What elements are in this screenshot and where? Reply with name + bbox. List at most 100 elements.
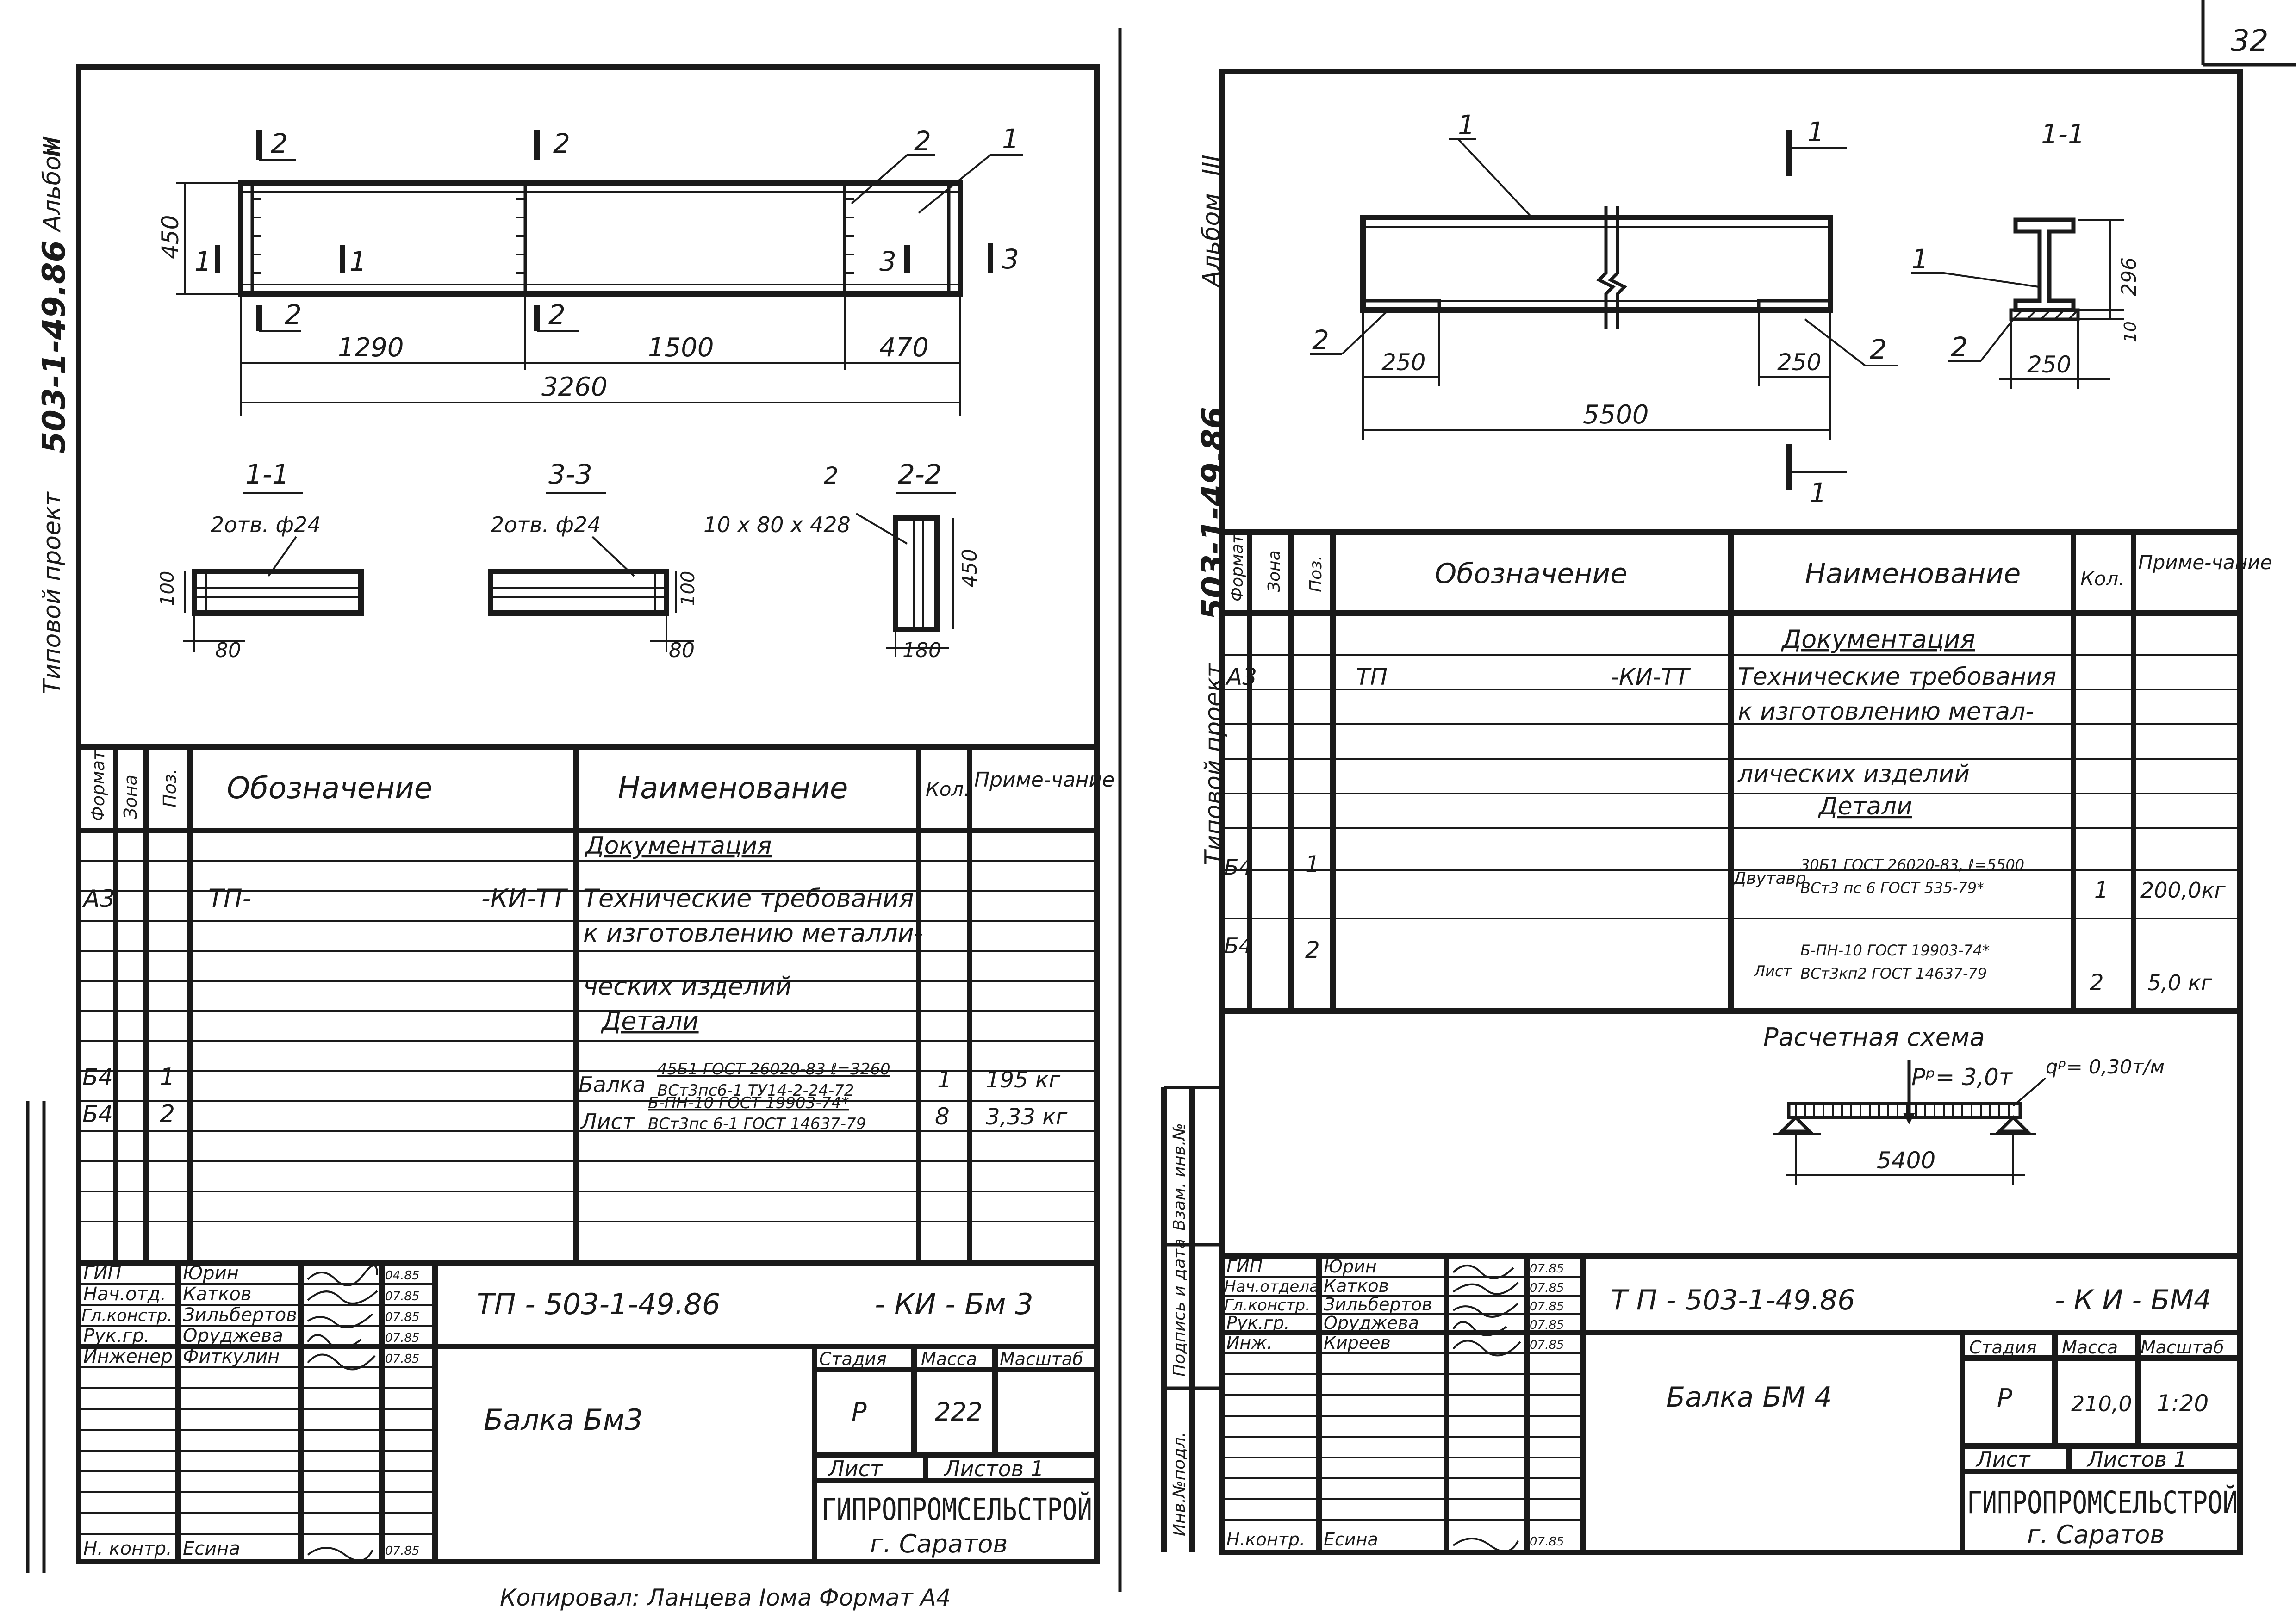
side-label-sign: Подпись и дата bbox=[1170, 1239, 1189, 1377]
section-3-3-w: 80 bbox=[669, 639, 695, 662]
section-2-2-label: 2-2 bbox=[898, 459, 942, 490]
r-dim-250-a: 250 bbox=[1381, 349, 1425, 376]
pos-2-leader: 2 bbox=[914, 125, 931, 157]
r-mark-1: 1 bbox=[1458, 109, 1475, 141]
r-dim-250-b: 250 bbox=[1777, 349, 1821, 376]
mark-3-inner: 3 bbox=[879, 246, 896, 277]
r-spec-row-1: Б4 1 Двутавр 30Б1 ГОСТ 26020-83, ℓ=5500 … bbox=[1224, 851, 2226, 903]
mark-1-inner: 1 bbox=[349, 246, 367, 277]
right-margin-title: Типовой проект 503-1-49.86 Альбом III bbox=[1195, 155, 1232, 865]
section-1-1-holes: 2отв. ф24 bbox=[211, 512, 321, 537]
signer2-name: Катков bbox=[183, 1284, 251, 1305]
r-row1-format: Б4 bbox=[1224, 855, 1252, 880]
load-p: Pᵖ= 3,0т bbox=[1911, 1064, 2013, 1091]
dim-470: 470 bbox=[879, 333, 929, 363]
parts-title: Детали bbox=[601, 1006, 699, 1036]
right-frame bbox=[1219, 69, 2243, 1555]
r-doc-name-1: Технические требования bbox=[1738, 663, 2056, 691]
spec-row-2: Б4 2 Лист Б-ПН-10 ГОСТ 19903-74* ВСт3пс … bbox=[82, 1094, 1068, 1134]
r-nkontr-name: Есина bbox=[1324, 1529, 1378, 1550]
left-spec-table: Формат Зона Поз. Обозначение Наименовани… bbox=[79, 744, 1114, 1263]
hdr-designation: Обозначение bbox=[227, 771, 432, 806]
left-mass-h: Масса bbox=[921, 1349, 977, 1369]
right-signers: ГИП Юрин 07.85 Нач.отдела Катков 07.85 Г… bbox=[1224, 1256, 1564, 1552]
r-hdr-note: Приме-чание bbox=[2138, 551, 2272, 574]
r-hdr-qty: Кол. bbox=[2080, 567, 2125, 590]
beam-bm3-elevation: 2 2 2 2 1 1 3 3 2 1 450 bbox=[157, 123, 1023, 416]
r-sec-pos-1: 1 bbox=[1911, 243, 1929, 275]
r-doc-designation-end: -КИ-ТТ bbox=[1611, 664, 1691, 690]
r-signer4-role: Рук.гр. bbox=[1226, 1313, 1290, 1333]
row2-qty: 8 bbox=[935, 1103, 950, 1130]
left-doc-suffix: - КИ - Бм 3 bbox=[875, 1287, 1033, 1321]
section-1-1-w: 80 bbox=[215, 639, 241, 662]
r-album-number: III bbox=[1198, 155, 1226, 176]
left-side-strip bbox=[26, 1101, 46, 1573]
section-3-3: 3-3 2отв. ф24 100 80 bbox=[488, 459, 699, 662]
r-signer2-name: Катков bbox=[1324, 1276, 1389, 1296]
section-3-3-label: 3-3 bbox=[548, 459, 592, 490]
doc-name-1: Технические требования bbox=[583, 884, 914, 913]
dim-1290: 1290 bbox=[338, 333, 404, 363]
dim-1500: 1500 bbox=[648, 333, 714, 363]
row1-format: Б4 bbox=[82, 1064, 113, 1091]
r-dim-296: 296 bbox=[2117, 257, 2141, 296]
doc-title: Документация bbox=[585, 832, 772, 860]
r-signer5-name: Киреев bbox=[1324, 1333, 1391, 1353]
doc-designation: ТП- bbox=[208, 884, 251, 913]
mark-2-bottom-b: 2 bbox=[548, 299, 566, 330]
beam-bm4-elevation: 1 1 1 2 2 250 250 5500 bbox=[1310, 109, 1898, 509]
r-dim-250-c: 250 bbox=[2027, 351, 2071, 378]
doc-designation-end: -КИ-ТТ bbox=[481, 884, 568, 913]
r-row2-name: Лист bbox=[1754, 962, 1792, 980]
section-3-3-h: 100 bbox=[678, 571, 699, 606]
left-org: ГИПРОПРОМСЕЛЬСТРОЙ bbox=[821, 1491, 1092, 1527]
signer3-role: Гл.констр. bbox=[81, 1306, 173, 1325]
side-label-inv: Инв.№подл. bbox=[1170, 1432, 1189, 1536]
r-series-prefix: Типовой проект bbox=[1200, 663, 1228, 865]
right-sheet: Типовой проект 503-1-49.86 Альбом III Ин… bbox=[1161, 69, 2272, 1555]
row2-line2: ВСт3пс 6-1 ГОСТ 14637-79 bbox=[648, 1115, 866, 1133]
r-sec-mark-top: 1 bbox=[1807, 116, 1824, 148]
r-signer3-role: Гл.констр. bbox=[1224, 1296, 1310, 1315]
hdr-name: Наименование bbox=[618, 771, 848, 806]
signer2-role: Нач.отд. bbox=[83, 1284, 166, 1305]
section-1-1: 1-1 2отв. ф24 100 80 bbox=[157, 459, 364, 662]
r-row2-pos: 2 bbox=[1305, 937, 1320, 963]
row1-line2: ВСт3пс6-1 ТУ14-2-24-72 bbox=[657, 1081, 854, 1100]
r-dim-10: 10 bbox=[2121, 321, 2140, 342]
row1-line1: 45Б1 ГОСТ 26020-83 ℓ=3260 bbox=[657, 1060, 890, 1079]
r-mass-h: Масса bbox=[2062, 1337, 2118, 1358]
page-number-box: 32 bbox=[2201, 0, 2296, 67]
nkontr-name: Есина bbox=[183, 1538, 240, 1559]
r-doc-designation: ТП bbox=[1356, 664, 1388, 690]
r-signature-marks bbox=[1452, 1265, 1521, 1552]
album-label: Альбом bbox=[38, 137, 66, 233]
left-stage-h: Стадия bbox=[819, 1349, 887, 1369]
row2-format: Б4 bbox=[82, 1101, 113, 1128]
mark-3-right: 3 bbox=[1002, 243, 1019, 275]
r-dim-5500: 5500 bbox=[1583, 400, 1649, 430]
r-row1-note: 200,0кг bbox=[2140, 878, 2226, 903]
r-signer4-date: 07.85 bbox=[1530, 1318, 1564, 1332]
r-signer1-name: Юрин bbox=[1324, 1256, 1377, 1277]
r-hdr-name: Наименование bbox=[1805, 558, 2021, 590]
hdr-note: Приме-чание bbox=[974, 768, 1114, 792]
r-sheet-h: Лист bbox=[1975, 1447, 2031, 1472]
r-stage: Р bbox=[1997, 1383, 2012, 1413]
r-signer2-role: Нач.отдела bbox=[1224, 1278, 1319, 1296]
section-3-3-holes: 2отв. ф24 bbox=[491, 512, 601, 537]
section-1-1-label: 1-1 bbox=[245, 459, 289, 490]
r-sec-pos-2: 2 bbox=[1951, 331, 1968, 363]
hdr-zone: Зона bbox=[120, 775, 141, 819]
page-number: 32 bbox=[2231, 24, 2268, 58]
r-pos-2-left: 2 bbox=[1312, 324, 1329, 356]
r-parts-title: Детали bbox=[1818, 793, 1912, 820]
doc-name-3: ческих изделий bbox=[583, 972, 792, 1001]
pos-1-leader: 1 bbox=[1002, 123, 1019, 155]
signer2-date: 07.85 bbox=[385, 1290, 419, 1303]
signer4-date: 07.85 bbox=[385, 1331, 419, 1345]
row1-pos: 1 bbox=[160, 1063, 175, 1091]
copy-line: Копировал: Ланцева Іома Формат А4 bbox=[500, 1584, 951, 1611]
